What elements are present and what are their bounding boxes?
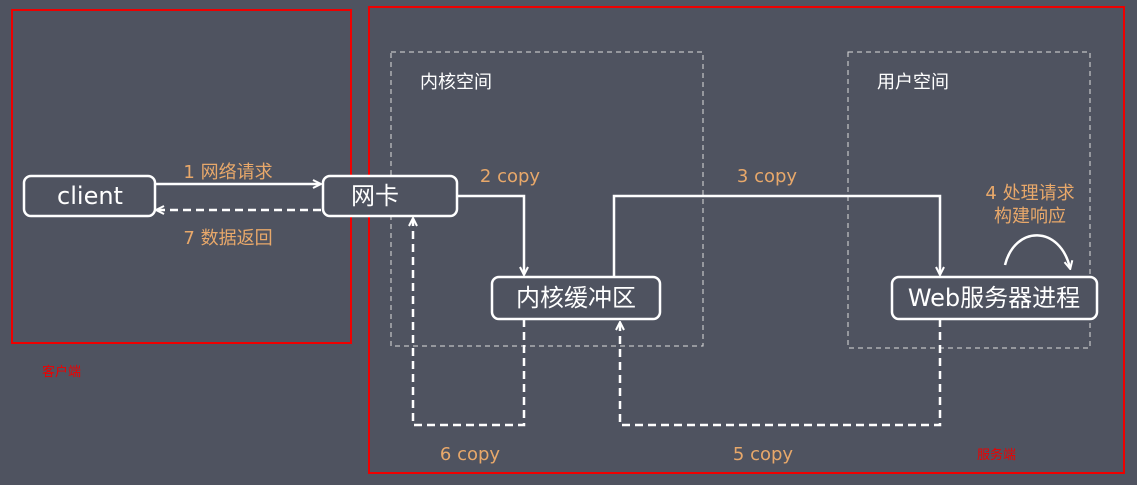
kernel-space-label: 内核空间 <box>420 72 492 93</box>
user-space-box <box>847 51 1091 349</box>
nic-node <box>321 174 459 218</box>
arrow-step-5 <box>620 319 942 427</box>
step-6-label: 6 copy <box>440 444 501 465</box>
step-3-label: 3 copy <box>737 166 798 187</box>
step-7-label: 7 数据返回 <box>183 228 272 249</box>
kernel-buffer-label: 内核缓冲区 <box>516 284 636 312</box>
step-5-label: 5 copy <box>733 444 794 465</box>
server-region <box>368 6 1125 474</box>
step-4-label-line2: 构建响应 <box>994 206 1066 227</box>
kernel-buffer-node <box>490 275 662 321</box>
user-space-label: 用户空间 <box>877 72 949 93</box>
nic-node-label: 网卡 <box>351 182 399 210</box>
arrow-step-4 <box>1003 234 1070 268</box>
step-1-label: 1 网络请求 <box>183 162 272 183</box>
web-process-node <box>890 275 1099 321</box>
step-2-label: 2 copy <box>480 166 541 187</box>
client-node-label: client <box>57 182 123 210</box>
arrow-step-6 <box>413 219 526 427</box>
step-4-label-line1: 4 处理请求 <box>985 183 1074 204</box>
server-region-label: 服务端 <box>977 447 1016 463</box>
web-process-label: Web服务器进程 <box>908 284 1080 312</box>
arrow-step-2 <box>457 194 524 274</box>
client-node <box>22 174 157 218</box>
client-region-label: 客户端 <box>42 364 81 380</box>
arrow-step-3 <box>612 194 940 277</box>
